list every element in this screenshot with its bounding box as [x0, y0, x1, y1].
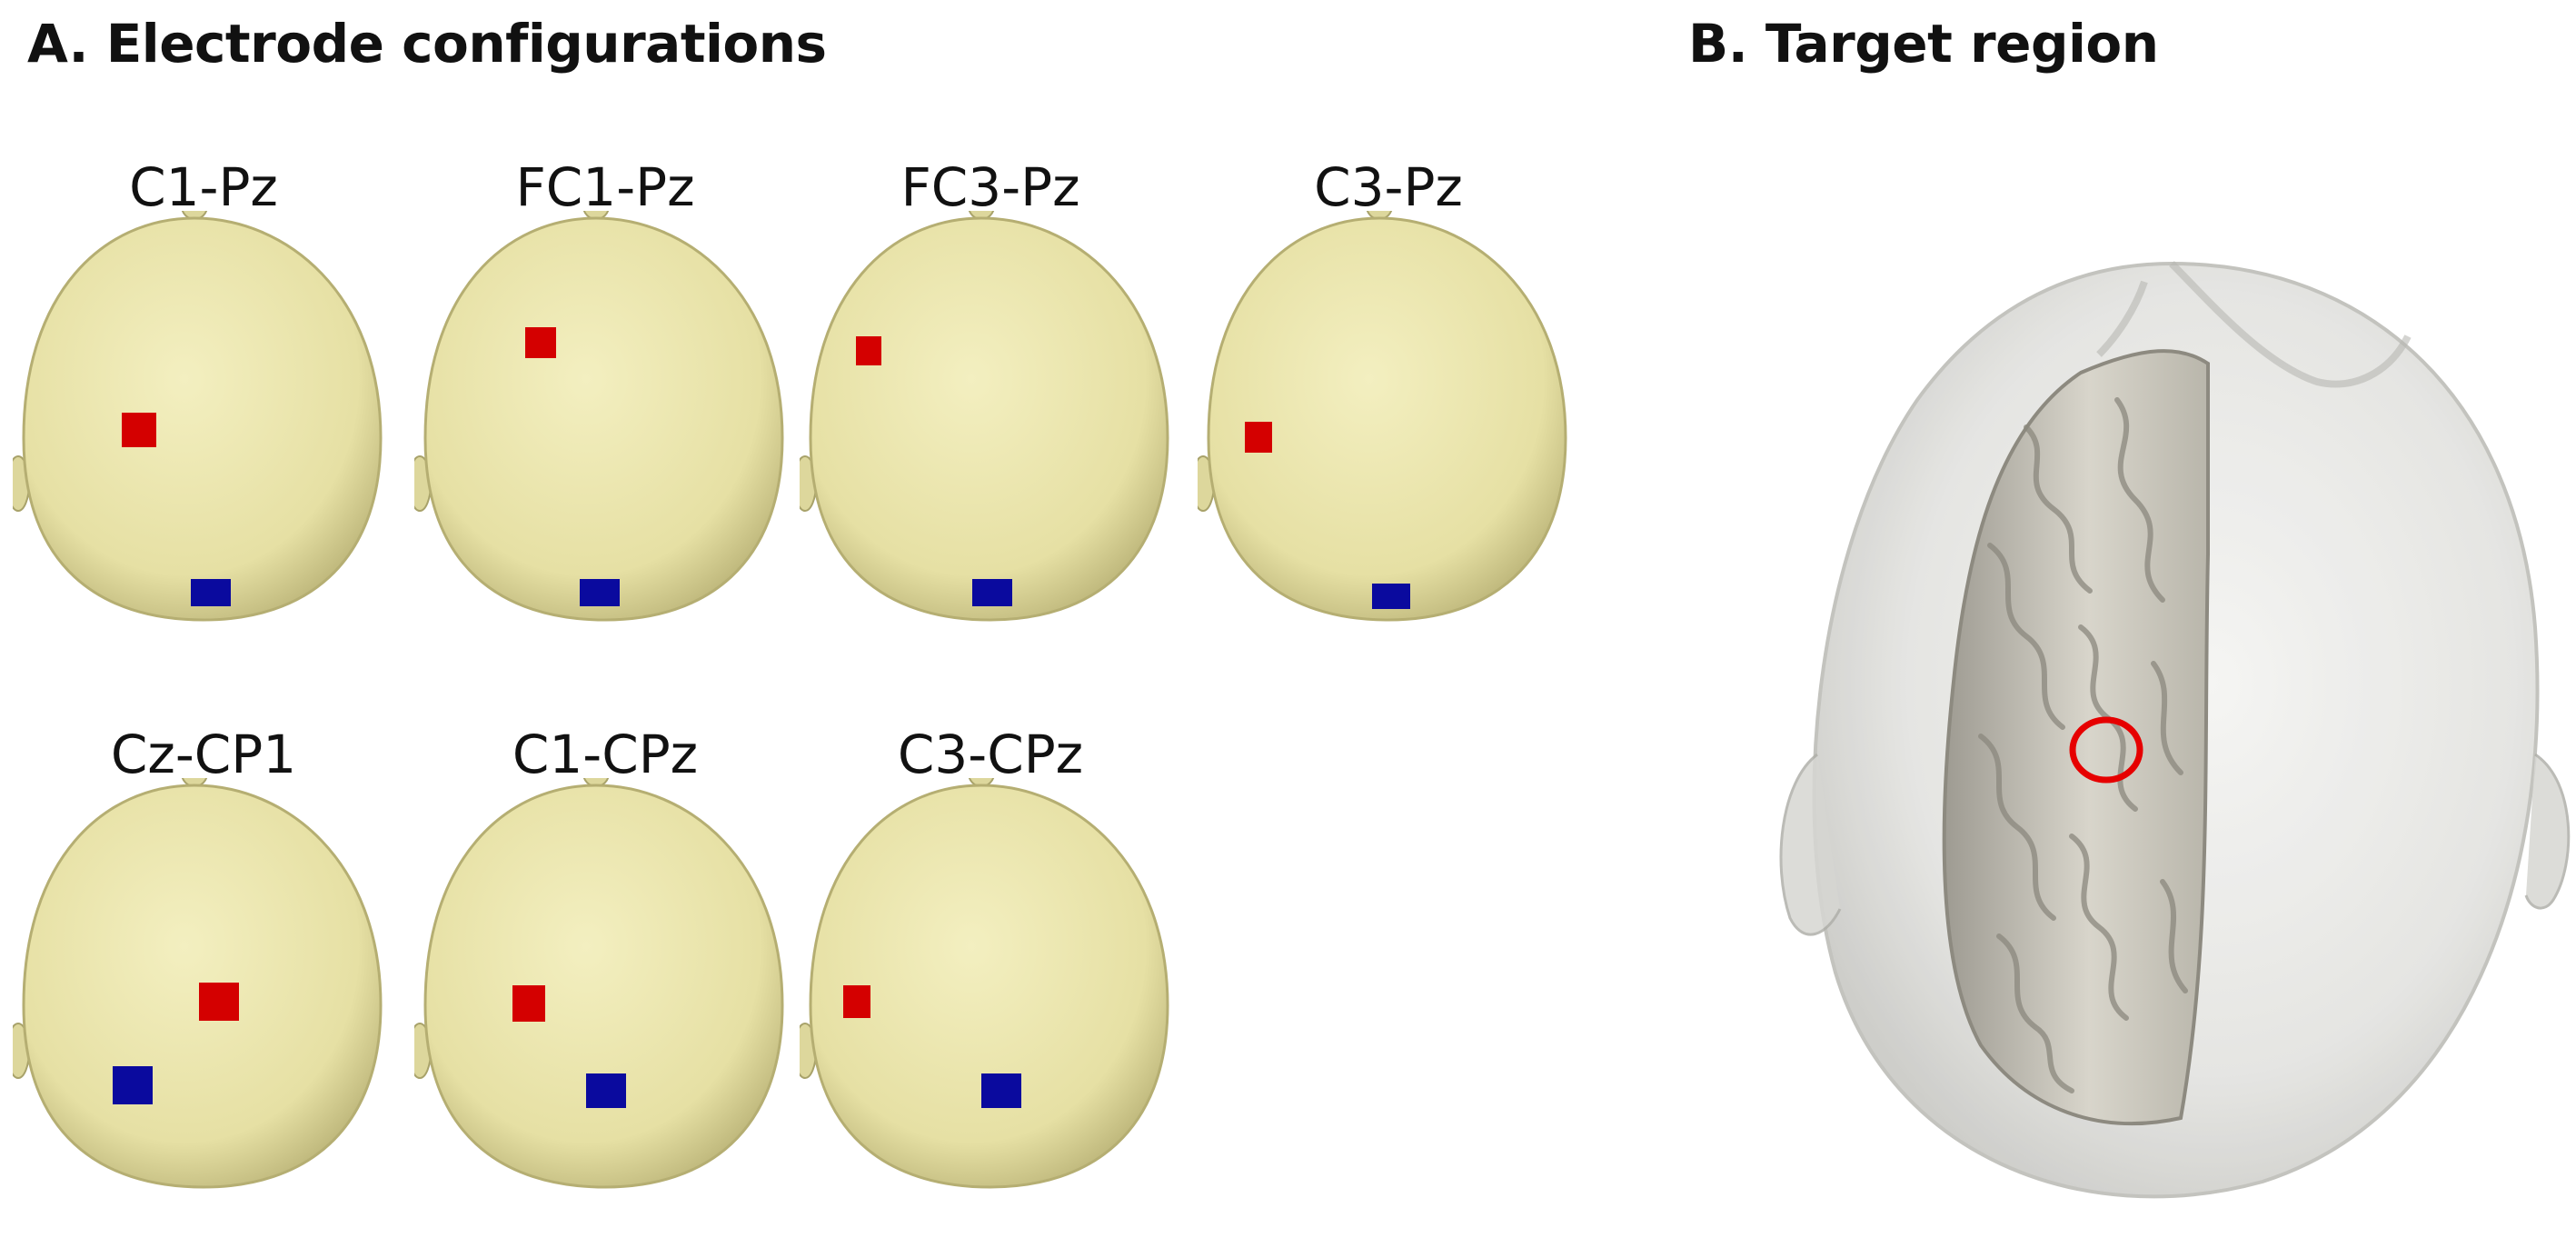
config-label: C1-Pz	[129, 156, 278, 218]
head-top-view	[414, 211, 784, 622]
scalp-shape	[423, 784, 784, 1189]
anode-electrode	[525, 327, 556, 358]
head-top-view	[13, 211, 383, 622]
config-label: C3-CPz	[897, 724, 1084, 785]
config-panel-c3-pz: C3-Pz	[1198, 156, 1579, 665]
config-panel-c1-cpz: C1-CPz	[414, 724, 796, 1233]
cathode-electrode	[580, 579, 620, 606]
scalp-shape	[423, 216, 784, 622]
cathode-electrode	[981, 1073, 1021, 1108]
scalp-shape	[809, 784, 1169, 1189]
head-top-view	[13, 778, 383, 1189]
head-top-view	[800, 778, 1169, 1189]
cathode-electrode	[113, 1066, 153, 1104]
anode-electrode	[856, 336, 881, 365]
cathode-electrode	[191, 579, 231, 606]
anode-electrode	[199, 983, 239, 1021]
config-label: Cz-CP1	[110, 724, 297, 785]
config-label: FC3-Pz	[900, 156, 1080, 218]
config-panel-fc1-pz: FC1-Pz	[414, 156, 796, 665]
config-label: FC1-Pz	[515, 156, 695, 218]
target-region-head-view	[1779, 261, 2571, 1199]
section-a-title: A. Electrode configurations	[27, 13, 827, 75]
config-label: C3-Pz	[1314, 156, 1463, 218]
anode-electrode	[512, 985, 545, 1022]
head-top-view	[414, 778, 784, 1189]
config-panel-fc3-pz: FC3-Pz	[800, 156, 1181, 665]
scalp-shape	[1207, 216, 1567, 622]
config-label: C1-CPz	[512, 724, 699, 785]
anode-electrode	[843, 985, 870, 1018]
head-top-view	[800, 211, 1169, 622]
cathode-electrode	[1372, 584, 1410, 609]
anode-electrode	[1245, 422, 1272, 453]
config-panel-c3-cpz: C3-CPz	[800, 724, 1181, 1233]
anode-electrode	[122, 413, 156, 447]
config-panel-cz-cp1: Cz-CP1	[13, 724, 394, 1233]
scalp-shape	[22, 216, 383, 622]
config-panel-c1-pz: C1-Pz	[13, 156, 394, 665]
scalp-shape	[809, 216, 1169, 622]
section-b-title: B. Target region	[1688, 13, 2159, 75]
cathode-electrode	[972, 579, 1012, 606]
left-ear-shape	[1779, 753, 1842, 936]
target-circle	[2069, 716, 2143, 784]
cathode-electrode	[586, 1073, 626, 1108]
head-top-view	[1198, 211, 1567, 622]
right-ear-shape	[2524, 753, 2571, 910]
skull-contour	[2096, 261, 2412, 388]
